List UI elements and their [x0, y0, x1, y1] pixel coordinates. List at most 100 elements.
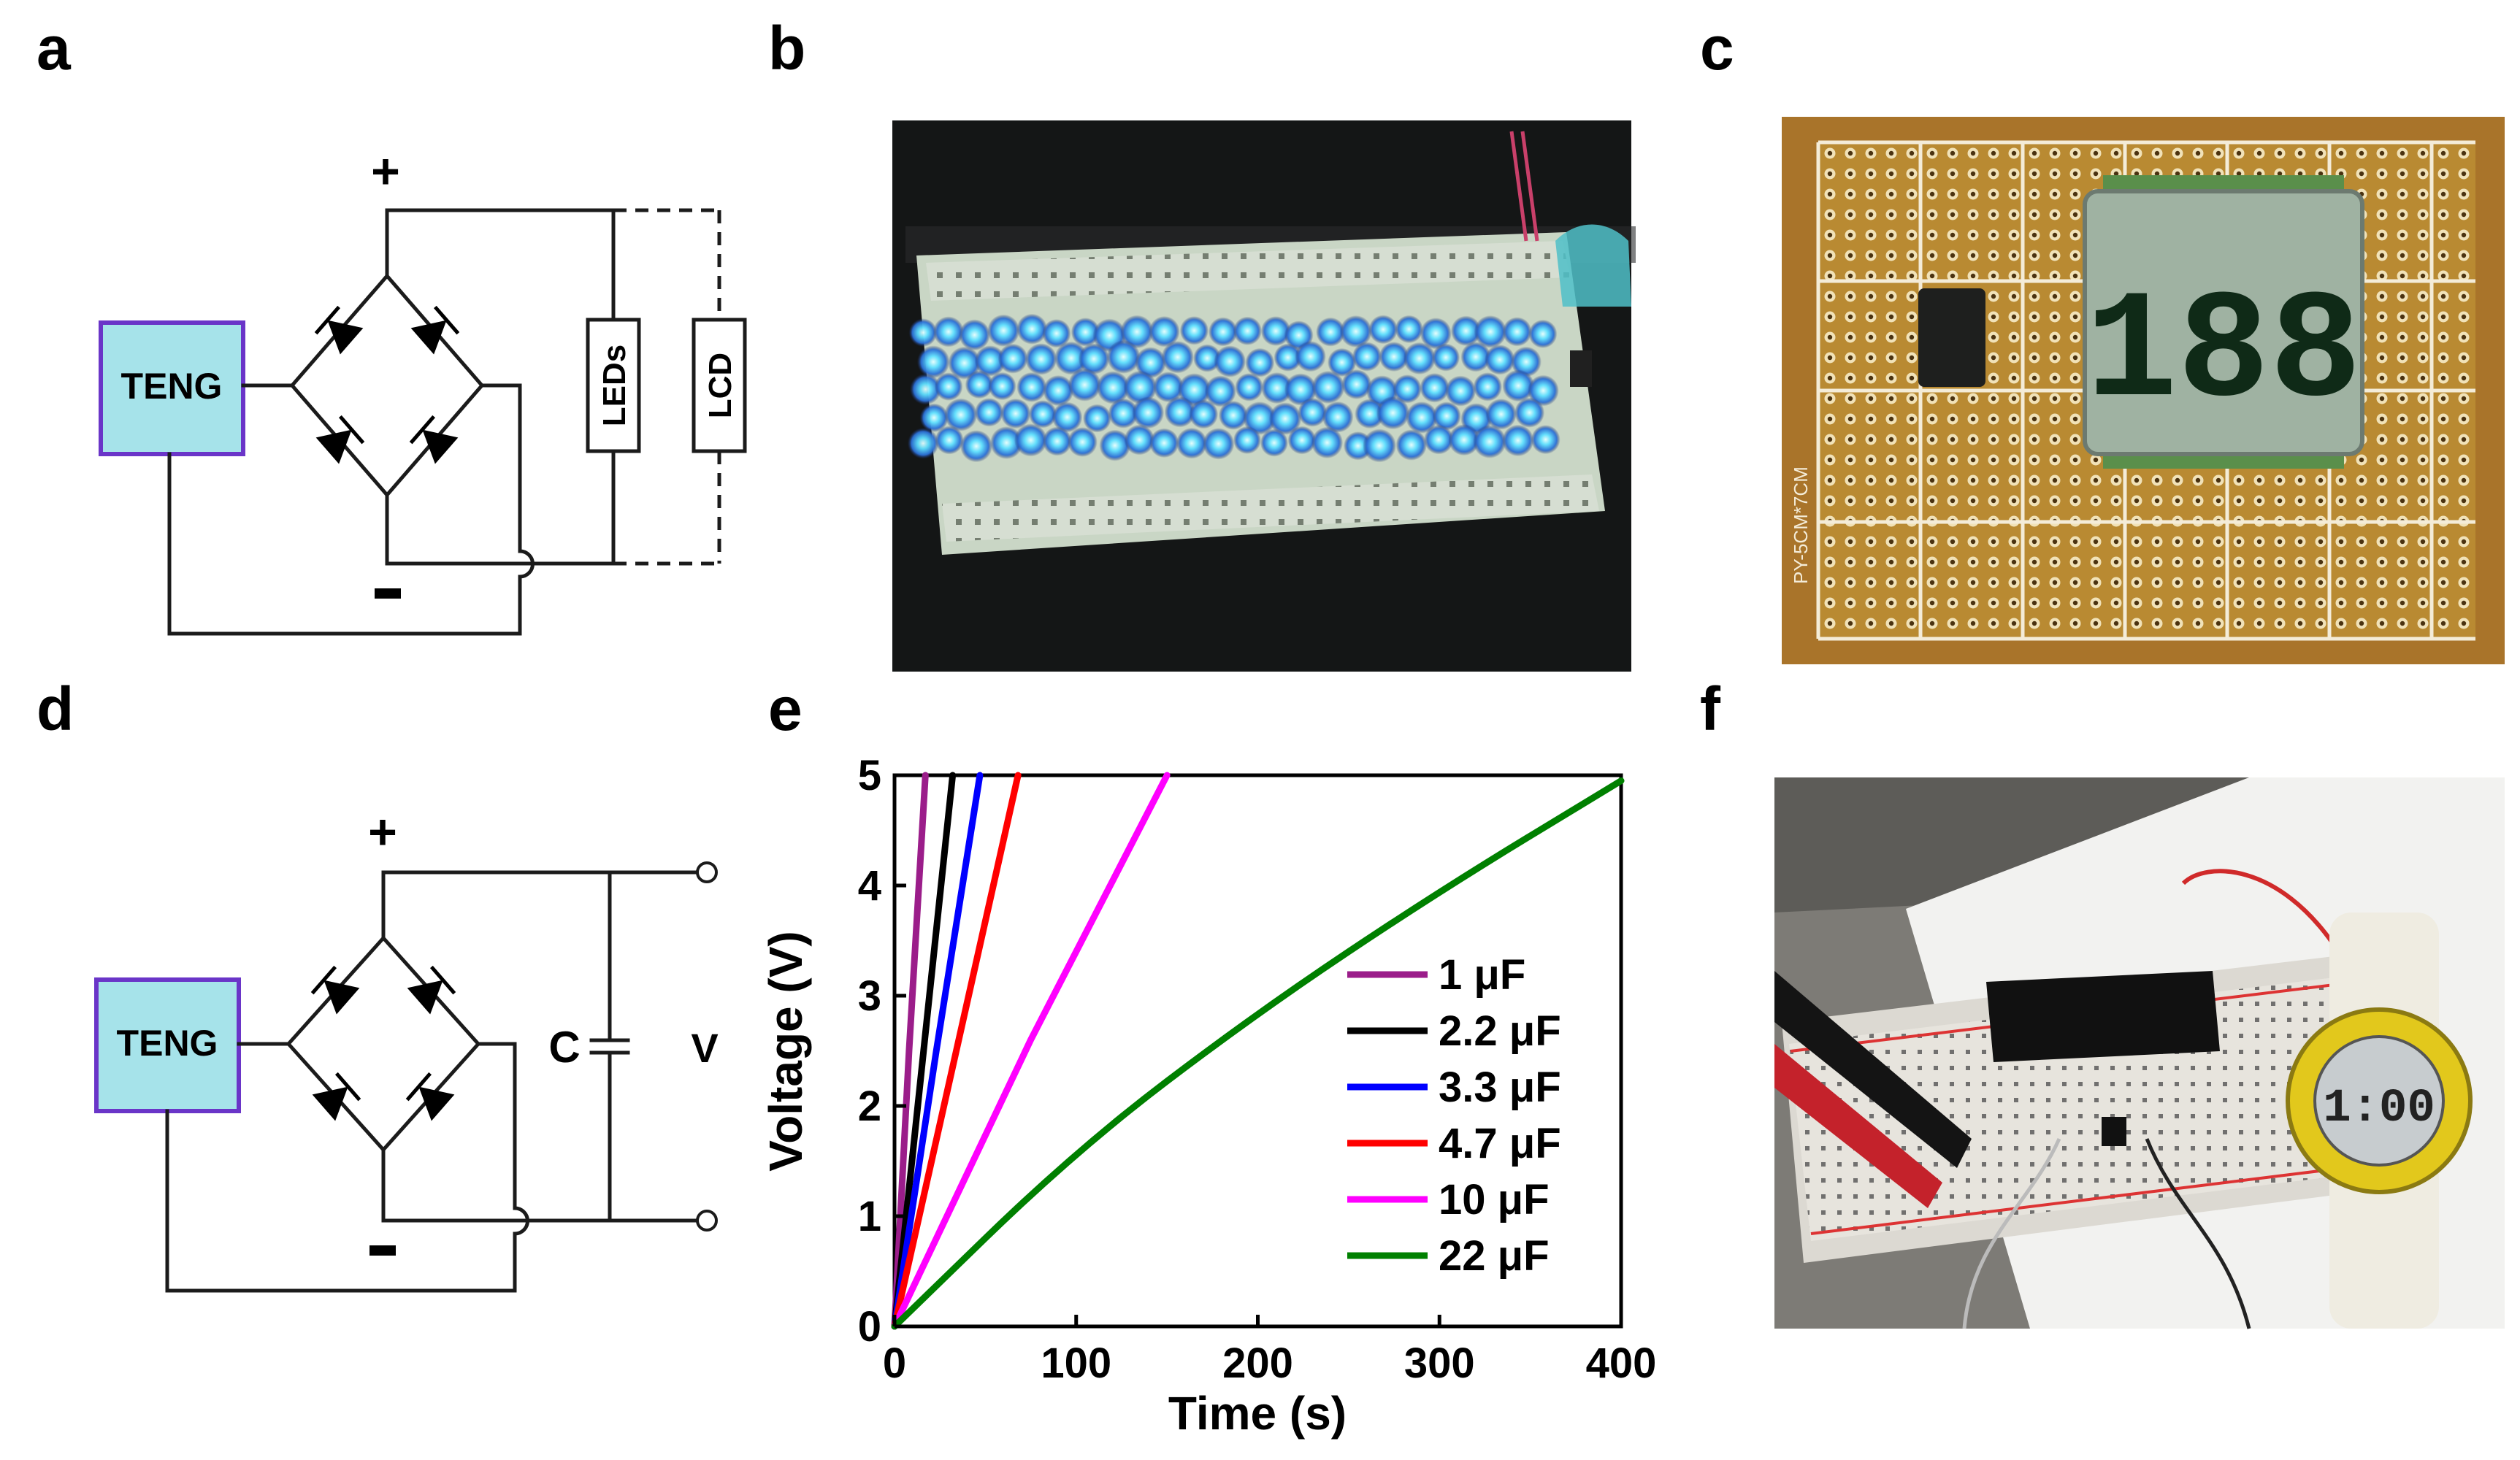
- photo-led-array: [892, 120, 1636, 672]
- led-glow: [1352, 342, 1382, 372]
- led-glow: [1164, 396, 1195, 428]
- legend-label: 22 μF: [1439, 1232, 1550, 1280]
- led-glow: [1189, 399, 1219, 429]
- led-glow: [1025, 343, 1057, 375]
- terminal-bottom: [696, 1210, 718, 1232]
- led-glow: [1341, 369, 1372, 399]
- x-tick-label: 200: [1222, 1340, 1293, 1387]
- led-glow: [1071, 318, 1100, 347]
- led-glow: [1311, 426, 1344, 459]
- y-tick-label: 3: [858, 972, 881, 1020]
- leds-load: [586, 318, 641, 453]
- led-glow: [1473, 372, 1503, 402]
- plot-lines: [891, 772, 1625, 1330]
- x-tick-label: 0: [883, 1340, 906, 1387]
- led-glow: [1298, 398, 1328, 427]
- led-glow: [907, 427, 939, 459]
- lcd-display: [2083, 189, 2364, 456]
- panel-label-b: b: [768, 14, 805, 82]
- led-glow: [1233, 426, 1261, 454]
- led-glow: [1203, 428, 1235, 460]
- led-glow: [1000, 398, 1031, 429]
- led-glow: [1068, 427, 1098, 457]
- ic-chip: [1918, 288, 1985, 387]
- led-glow: [1149, 428, 1179, 458]
- led-glow: [1368, 315, 1398, 345]
- led-glow: [1014, 423, 1048, 457]
- led-glow: [909, 373, 941, 405]
- led-glow: [974, 345, 1006, 377]
- led-glow: [1514, 397, 1545, 428]
- led-glow: [1108, 398, 1138, 429]
- led-glow: [1328, 347, 1357, 377]
- led-glow: [1395, 429, 1428, 461]
- panel-label-c: c: [1700, 14, 1734, 82]
- ic-chip: [2102, 1117, 2126, 1146]
- led-glow: [1403, 342, 1436, 375]
- terminal-top: [696, 861, 718, 883]
- legend-label: 4.7 μF: [1439, 1120, 1561, 1167]
- led-glow: [1243, 402, 1276, 435]
- led-glow: [1096, 371, 1130, 404]
- led-glow: [1120, 315, 1154, 349]
- led-glow: [1485, 345, 1515, 375]
- led-glow: [1149, 315, 1180, 347]
- led-glow: [1424, 424, 1454, 455]
- led-glow: [1016, 313, 1048, 345]
- led-glow: [1379, 342, 1409, 372]
- led-glow: [1393, 374, 1422, 404]
- led-glow: [1083, 404, 1111, 433]
- series-line: [891, 777, 1625, 1330]
- panel-label-d: d: [37, 675, 74, 743]
- led-glow: [1078, 343, 1110, 374]
- led-glow: [1420, 318, 1452, 350]
- led-glow: [1043, 374, 1074, 407]
- led-glow: [974, 398, 1004, 427]
- lcd-label: LCD: [702, 353, 738, 418]
- led-glow: [1448, 424, 1480, 456]
- led-glow: [1153, 372, 1184, 403]
- led-glow: [944, 398, 978, 431]
- teng-strip: [1986, 971, 2220, 1062]
- led-glow: [1176, 427, 1208, 459]
- led-glow: [1322, 401, 1354, 433]
- x-tick-label: 400: [1586, 1340, 1657, 1387]
- led-glow: [987, 314, 1020, 347]
- led-glow: [948, 346, 981, 380]
- led-glow: [1132, 396, 1165, 429]
- x-tick-label: 100: [1041, 1340, 1111, 1387]
- led-glow: [1316, 317, 1346, 347]
- led-glow: [1363, 429, 1397, 463]
- lcd-digits: 188: [2086, 267, 2362, 441]
- led-glow: [1460, 342, 1491, 372]
- board-mark: PY-5CM*7CM: [1790, 466, 1812, 584]
- led-glow: [908, 318, 938, 347]
- bridge-diamond: [286, 935, 481, 1153]
- led-glow: [989, 426, 1023, 459]
- x-axis-label: Time (s): [1168, 1387, 1347, 1440]
- y-tick-label: 5: [858, 752, 881, 799]
- series-line: [891, 772, 1171, 1330]
- probe-red: [1774, 1044, 1942, 1208]
- panel-label-a: a: [37, 14, 72, 82]
- led-glow: [1208, 317, 1238, 347]
- led-glow: [1054, 341, 1088, 375]
- led-glow: [1042, 426, 1072, 456]
- series-line: [891, 772, 957, 1330]
- led-glow: [1311, 370, 1345, 404]
- led-glow: [1161, 341, 1194, 374]
- led-glow: [934, 372, 963, 401]
- circuit-d: TENG C V + -: [94, 804, 719, 1293]
- led-glow: [1028, 400, 1057, 429]
- y-tick-label: 2: [858, 1083, 881, 1130]
- led-array: [907, 313, 1560, 463]
- panel-label-f: f: [1700, 675, 1721, 743]
- plus-sign: +: [368, 804, 397, 860]
- led-glow: [1068, 368, 1101, 402]
- led-glow: [1355, 399, 1385, 429]
- led-glow: [1287, 426, 1317, 455]
- series-line: [891, 772, 929, 1330]
- legend-label: 3.3 μF: [1439, 1064, 1561, 1111]
- led-glow: [1445, 375, 1477, 407]
